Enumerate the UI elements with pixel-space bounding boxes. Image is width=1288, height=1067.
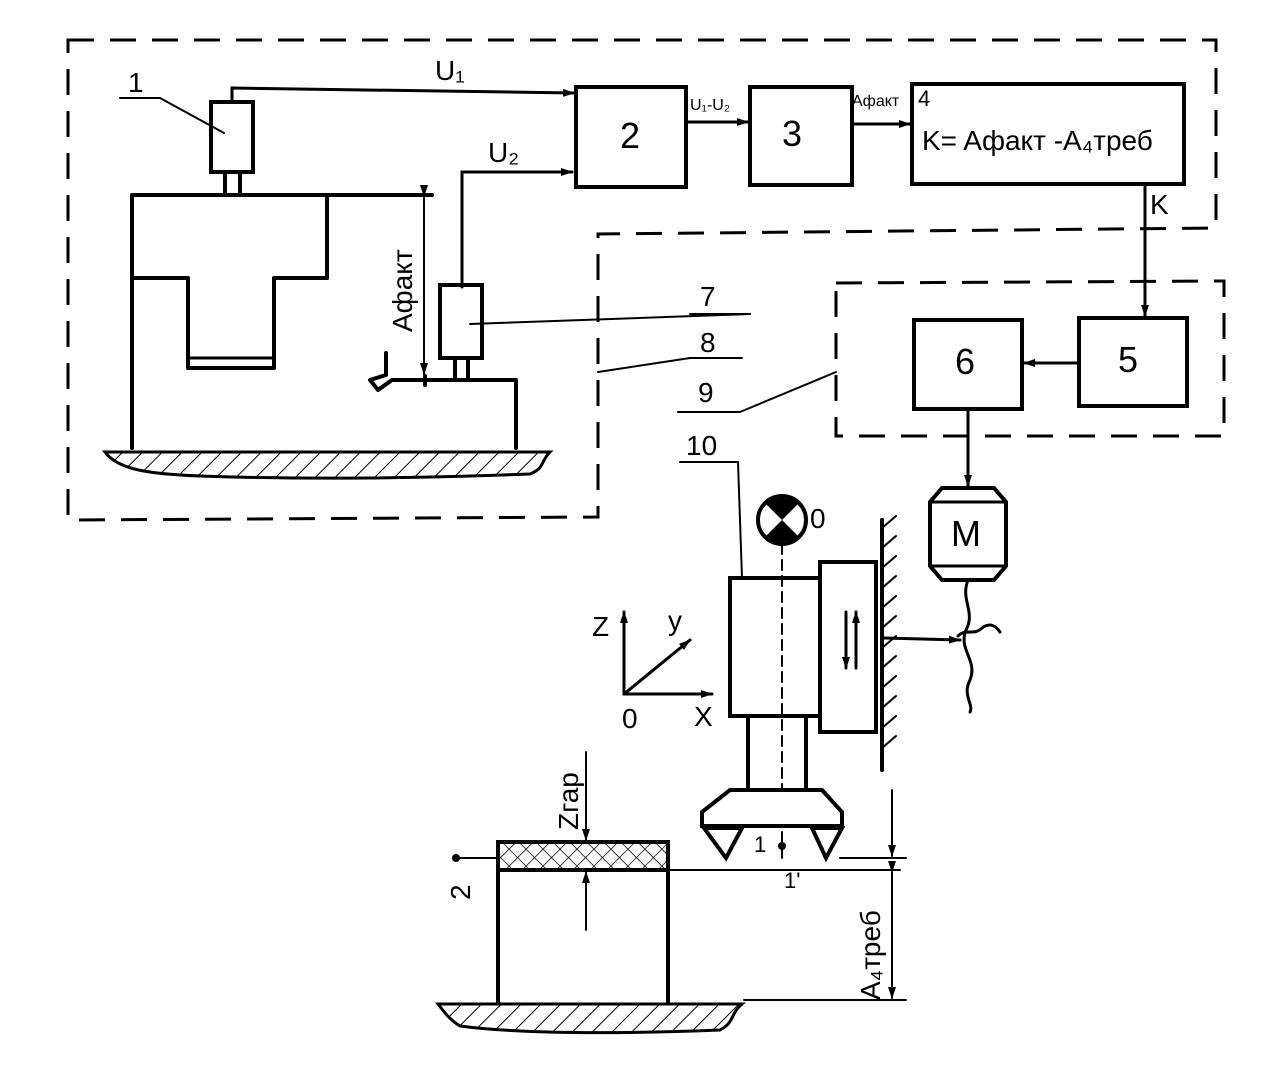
- block-5-label: 5: [1118, 339, 1138, 380]
- signal-diff-label: U₁-U₂: [690, 97, 730, 114]
- dashed-boundary-measurement: [66, 38, 1218, 522]
- block-2-label: 2: [620, 115, 640, 156]
- axis-origin-label: 0: [622, 703, 638, 734]
- dim-afakt-label: Aфакт: [387, 249, 418, 332]
- signal-u1-label: U₁: [435, 55, 465, 86]
- label-point-1: 1: [754, 832, 766, 857]
- block-4-number: 4: [918, 86, 930, 111]
- axis-z-label: Z: [592, 611, 609, 642]
- label-10: 10: [686, 430, 717, 461]
- spindle-housing: [728, 576, 824, 718]
- ground-bottom: [434, 1002, 747, 1035]
- slide-carriage: [818, 560, 878, 734]
- signal-u2-line: [460, 168, 574, 289]
- dim-zgar-label: Zгар: [553, 772, 584, 830]
- block-4-formula: K= Aфакт -A₄треб: [922, 125, 1153, 156]
- block-3: [748, 85, 854, 187]
- block-2: [574, 85, 688, 189]
- label-8: 8: [700, 327, 716, 358]
- block-6-label: 6: [955, 341, 975, 382]
- label-1: 1: [128, 67, 144, 98]
- label-point-1prime: 1': [784, 868, 800, 893]
- block-4: [910, 82, 1186, 186]
- dim-a4treb-label: A₄треб: [855, 910, 886, 1000]
- motor: [928, 486, 1008, 582]
- axis-y-label: y: [668, 605, 682, 636]
- label-9: 9: [698, 377, 714, 408]
- block-3-label: 3: [782, 113, 802, 154]
- signal-u1-line: [230, 86, 576, 104]
- sensor-1: [209, 100, 255, 174]
- sensor-2: [438, 283, 484, 360]
- block-6: [912, 318, 1024, 411]
- ground-left: [102, 450, 554, 480]
- block-5: [1077, 316, 1189, 408]
- machine-body: [130, 193, 518, 450]
- axis-x-label: X: [694, 701, 713, 732]
- coordinate-axes: [620, 610, 714, 698]
- workpiece-allowance: [496, 840, 670, 872]
- motor-label: M: [951, 513, 981, 554]
- signal-k-label: K: [1150, 189, 1169, 220]
- dashed-boundary-drive: [834, 279, 1226, 438]
- signal-u2-label: U₂: [488, 137, 519, 168]
- label-point-o: 0: [810, 503, 826, 534]
- milling-cutter: [700, 788, 844, 828]
- label-point-2: 2: [445, 884, 476, 900]
- label-7: 7: [700, 281, 716, 312]
- signal-afakt-label: Aфакт: [852, 93, 900, 110]
